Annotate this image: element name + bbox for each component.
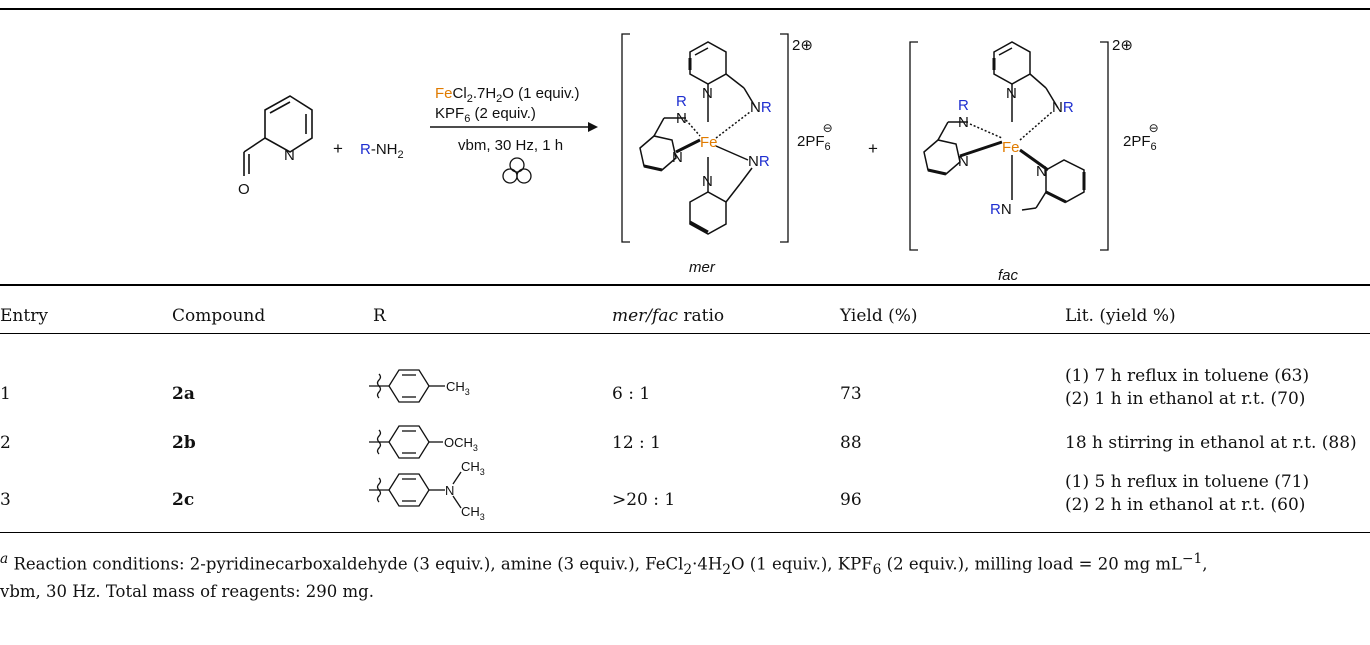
- row3-lit-1: (1) 5 h reflux in toluene (71): [1065, 472, 1310, 492]
- footnote-text-3: O (1 equiv.), KPF: [731, 554, 873, 574]
- footnote: a Reaction conditions: 2-pyridinecarboxa…: [0, 548, 1365, 603]
- footnote-text-5: ,: [1202, 554, 1208, 574]
- footnote-sup: −1: [1182, 551, 1203, 567]
- row1-compound: 2a: [172, 384, 195, 404]
- reaction-scheme: N O + R-NH2 FeCl2.7H2O (1 equiv.) KPF6 (…: [238, 33, 1159, 284]
- fac-n-top: N: [1006, 85, 1017, 102]
- row3-compound: 2c: [172, 490, 195, 510]
- mer-n-top: N: [702, 85, 713, 102]
- row1-lit-1: (1) 7 h reflux in toluene (63): [1065, 366, 1310, 386]
- mer-brackets: [621, 33, 789, 243]
- row3-entry: 3: [0, 490, 11, 510]
- row2-ratio: 12 : 1: [612, 433, 661, 453]
- row3-lit-2: (2) 2 h in ethanol at r.t. (60): [1065, 495, 1306, 515]
- aldehyde-n-label: N: [284, 147, 295, 164]
- reaction-arrowhead: [588, 122, 598, 132]
- scheme-bottom-rule: [0, 284, 1370, 286]
- mer-nr-bottom: NR: [748, 153, 770, 170]
- row1-ratio: 6 : 1: [612, 384, 651, 404]
- fac-counterion: 2PF6⊖: [1123, 121, 1159, 153]
- mer-r-left: R: [676, 93, 687, 110]
- reagent-fecl2: FeCl2.7H2O (1 equiv.): [435, 85, 580, 105]
- row2-yield: 88: [840, 433, 862, 453]
- svg-text:N: N: [445, 483, 454, 498]
- row3-ratio: >20 : 1: [612, 490, 676, 510]
- header-yield: Yield (%): [840, 306, 918, 326]
- aldehyde-o-label: O: [238, 181, 250, 198]
- plus-sign-2: +: [868, 139, 878, 158]
- header-compound: Compound: [172, 306, 266, 326]
- aldehyde-structure: [243, 95, 313, 176]
- header-ratio-rest: ratio: [677, 306, 725, 326]
- fac-charge: 2⊕: [1112, 37, 1133, 54]
- fac-nr-top: NR: [1052, 99, 1074, 116]
- fac-rn-bottom: RN: [990, 201, 1012, 218]
- footnote-sub-2: 2: [722, 561, 732, 578]
- fac-n-py-right: N: [1036, 163, 1047, 180]
- mer-n-left: N: [676, 110, 687, 127]
- reagent-kpf6: KPF6 (2 equiv.): [435, 105, 536, 125]
- reaction-conditions: vbm, 30 Hz, 1 h: [458, 137, 563, 154]
- footnote-sub-3: 6: [872, 561, 882, 578]
- row2-r-structure: OCH3: [369, 425, 478, 459]
- header-r: R: [373, 306, 386, 326]
- header-entry: Entry: [0, 306, 48, 326]
- fac-n-py-left: N: [958, 153, 969, 170]
- fac-r-left: R: [958, 97, 969, 114]
- footnote-marker: a: [0, 551, 9, 567]
- row2-lit-1: 18 h stirring in ethanol at r.t. (88): [1065, 433, 1357, 453]
- fac-n-left: N: [958, 114, 969, 131]
- footnote-line-2: vbm, 30 Hz. Total mass of reagents: 290 …: [0, 581, 374, 601]
- mer-label: mer: [689, 259, 716, 276]
- footnote-sub-1: 2: [683, 561, 693, 578]
- fac-complex-structure: [923, 41, 1086, 211]
- row3-r-structure: N CH3 CH3: [369, 459, 485, 522]
- row1-yield: 73: [840, 384, 862, 404]
- mer-fe: Fe: [700, 134, 718, 151]
- svg-text:CH3: CH3: [461, 459, 485, 477]
- header-lit: Lit. (yield %): [1065, 306, 1176, 326]
- svg-text:CH3: CH3: [446, 379, 470, 397]
- mer-n-py-left: N: [672, 149, 683, 166]
- row2-compound: 2b: [172, 433, 196, 453]
- row2-entry: 2: [0, 433, 11, 453]
- header-ratio: mer/fac ratio: [612, 306, 724, 326]
- amine-label: R-NH2: [360, 141, 404, 161]
- header-rule: [0, 333, 1370, 334]
- plus-sign-1: +: [333, 139, 343, 158]
- footnote-text-2: ·4H: [692, 554, 723, 574]
- svg-text:CH3: CH3: [461, 504, 485, 522]
- mer-complex-structure: [639, 41, 757, 235]
- mer-counterion: 2PF6⊖: [797, 121, 833, 153]
- footnote-text-1: Reaction conditions: 2-pyridinecarboxald…: [8, 554, 684, 574]
- fac-fe: Fe: [1002, 139, 1020, 156]
- footnote-text-4: (2 equiv.), milling load = 20 mg mL: [881, 554, 1182, 574]
- header-ratio-italic: mer/fac: [612, 306, 678, 326]
- row3-yield: 96: [840, 490, 862, 510]
- fac-brackets: [909, 41, 1109, 251]
- mer-n-bottom: N: [702, 173, 713, 190]
- mer-charge: 2⊕: [792, 37, 813, 54]
- ball-mill-icon: [502, 157, 532, 184]
- svg-text:OCH3: OCH3: [444, 435, 478, 453]
- mer-nr-top: NR: [750, 99, 772, 116]
- fac-label: fac: [998, 267, 1019, 284]
- row1-lit-2: (2) 1 h in ethanol at r.t. (70): [1065, 389, 1306, 409]
- top-rule: [0, 8, 1370, 10]
- table-bottom-rule: [0, 532, 1370, 533]
- row1-r-structure: CH3: [369, 369, 470, 403]
- row1-entry: 1: [0, 384, 11, 404]
